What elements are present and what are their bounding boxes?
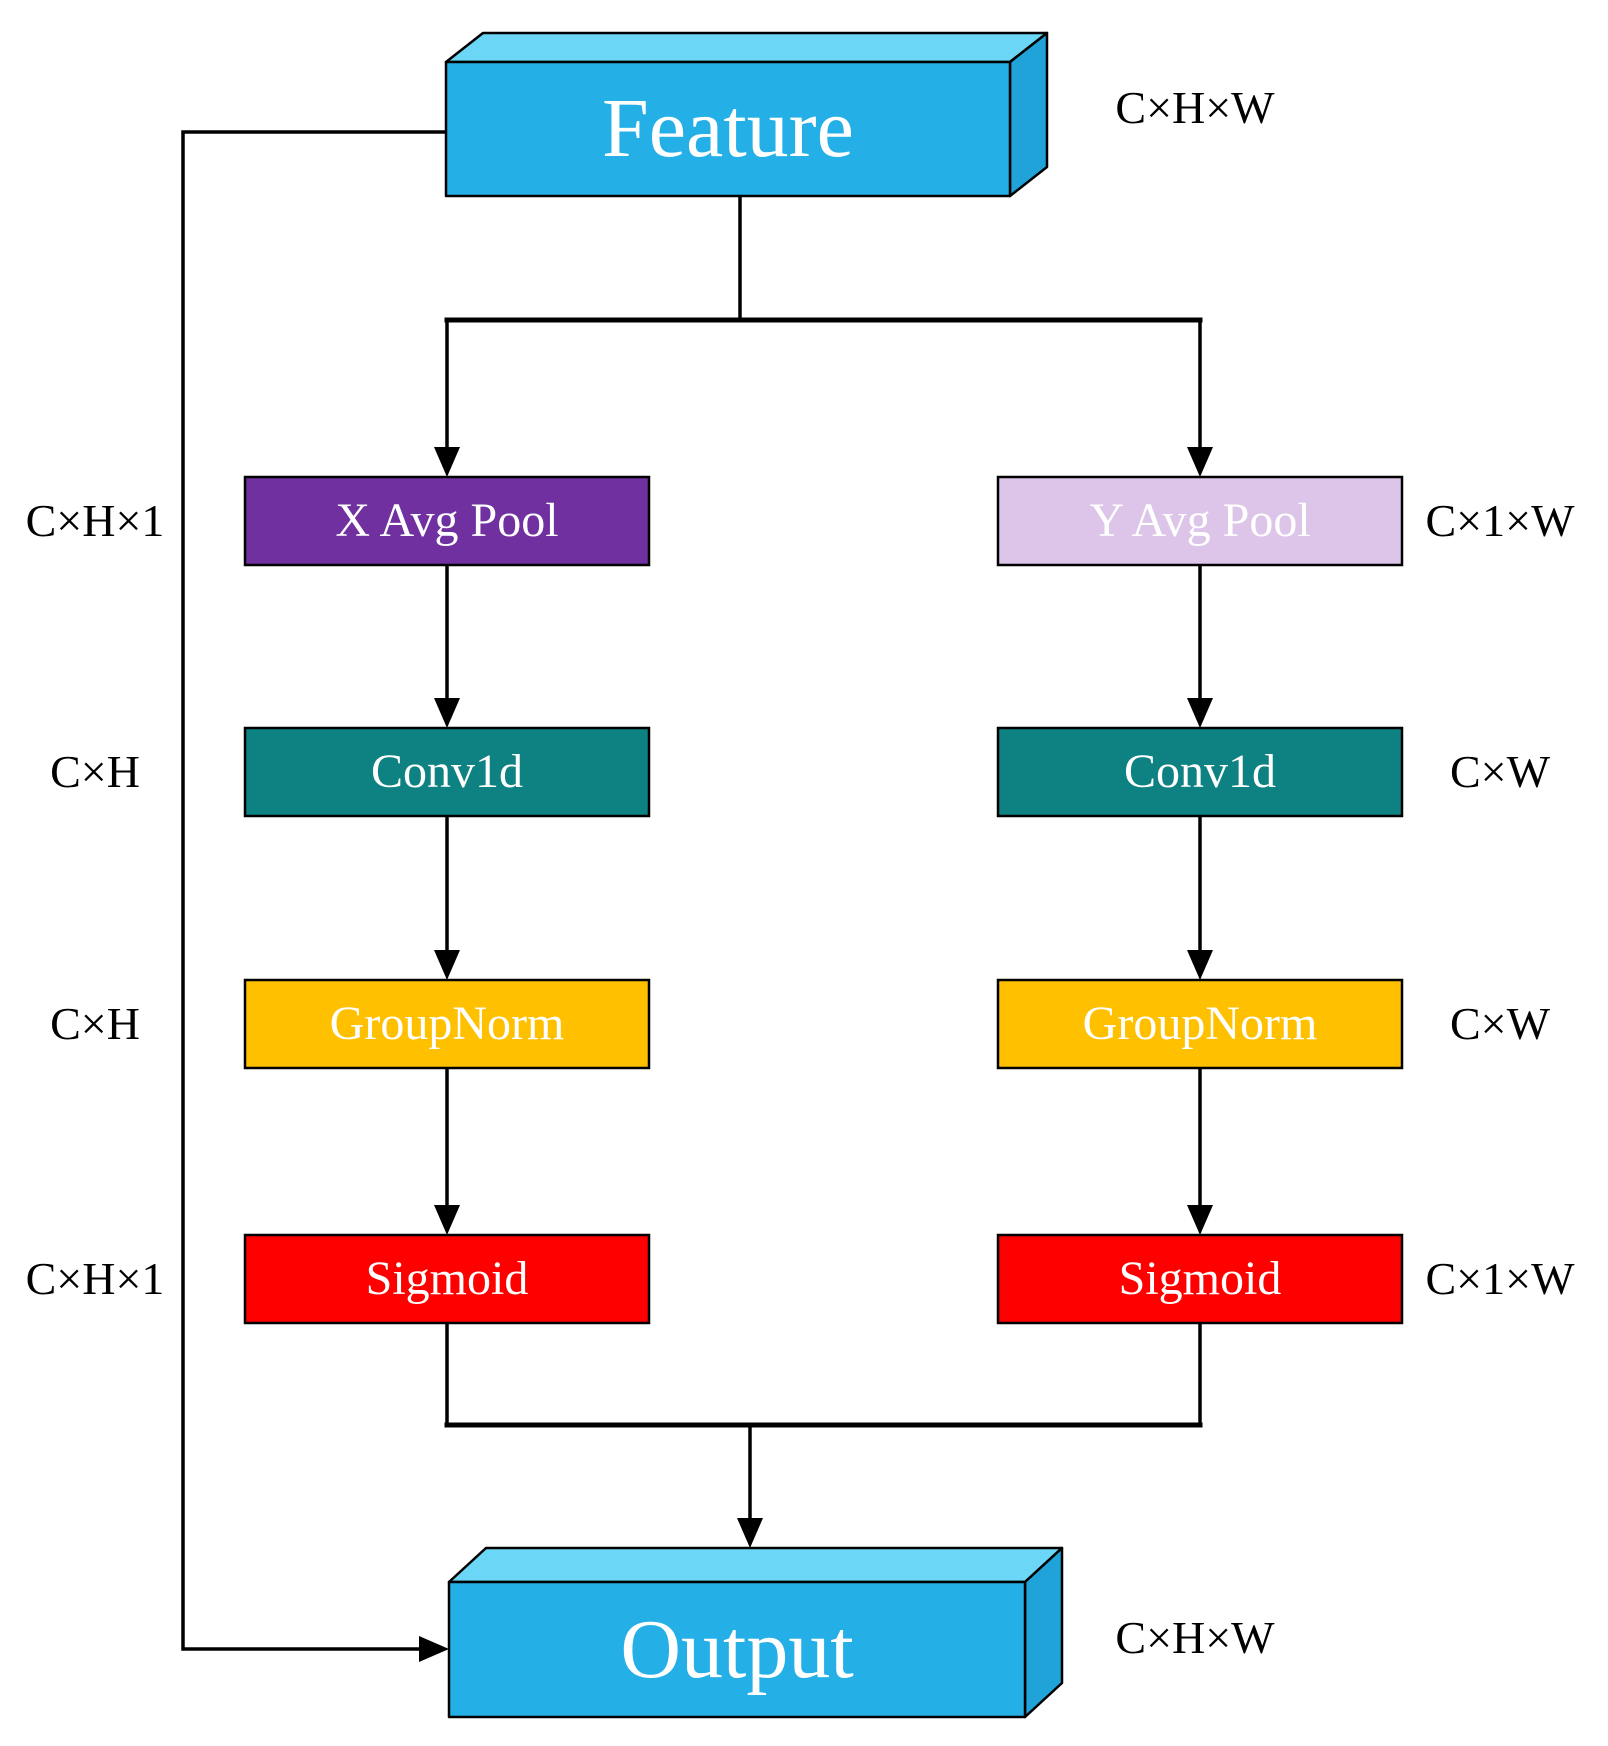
feature-box	[444, 31, 1049, 198]
feature-box-side-face	[1008, 31, 1049, 198]
feature-box-top-face	[444, 31, 1049, 64]
connector-lines	[181, 130, 1203, 1651]
groupnorm-right-box	[996, 978, 1404, 1070]
processing-boxes	[243, 475, 1404, 1325]
arrowhead-sigmoid-left	[434, 1205, 460, 1235]
skip-connection-line	[181, 130, 446, 1651]
sigmoid-left-box	[243, 1233, 651, 1325]
output-box-front-face	[447, 1580, 1027, 1719]
arrowhead-conv-left	[434, 698, 460, 728]
arrowhead-norm-left	[434, 950, 460, 980]
x-avg-pool-box	[243, 475, 651, 567]
output-box	[447, 1546, 1064, 1719]
arrowhead-xpool	[434, 447, 460, 477]
arrowhead-output-top	[737, 1518, 763, 1548]
conv1d-left-box	[243, 726, 651, 818]
conv1d-right-box	[996, 726, 1404, 818]
arrowhead-output-left	[419, 1636, 449, 1662]
output-box-top-face	[447, 1546, 1064, 1584]
y-avg-pool-box	[996, 475, 1404, 567]
feature-box-front-face	[444, 60, 1012, 198]
groupnorm-left-box	[243, 978, 651, 1070]
arrowhead-sigmoid-right	[1187, 1205, 1213, 1235]
arrowhead-conv-right	[1187, 698, 1213, 728]
arrowheads	[419, 447, 1213, 1662]
arrowhead-ypool	[1187, 447, 1213, 477]
arrowhead-norm-right	[1187, 950, 1213, 980]
sigmoid-right-box	[996, 1233, 1404, 1325]
